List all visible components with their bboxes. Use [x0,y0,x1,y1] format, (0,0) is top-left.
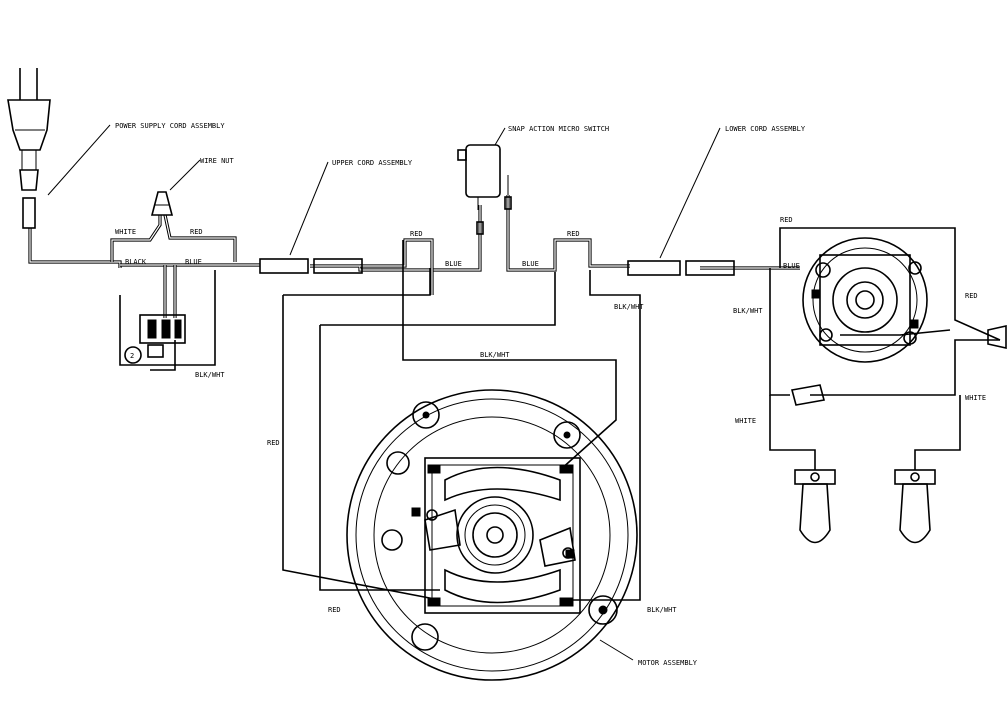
wire-label-black: BLACK [125,258,147,266]
bulb-right [894,469,936,544]
wire-label-red-far-right: RED [965,292,978,300]
bulb-left [794,469,836,544]
callout-leaders [47,124,721,661]
wire-label-blk-wht-mid: BLK/WHT [480,351,510,359]
right-wire-nut [791,325,1007,406]
wire-label-red-left: RED [190,228,203,236]
single-line-wires [119,227,1001,601]
wire-label-blue-left: BLUE [185,258,202,266]
wire-label-blue-switch-right: BLUE [522,260,539,268]
callout-motor-assembly: MOTOR ASSEMBLY [638,659,698,667]
wire-label-blk-wht-bottom-left: BLK/WHT [195,371,225,379]
wire-nut [150,191,174,216]
wire-label-red-switch-right: RED [567,230,580,238]
connector-sleeves [259,258,735,276]
terminal-number: 2 [130,352,134,360]
motor-assembly [346,389,638,681]
wire-label-blk-wht-motor-right: BLK/WHT [647,606,677,614]
snap-action-micro-switch [457,144,512,235]
callout-power-supply-cord: POWER SUPPLY CORD ASSEMBLY [115,122,225,130]
wire-label-blk-wht-lower-cord: BLK/WHT [614,303,644,311]
wire-label-white-left: WHITE [115,228,136,236]
wire-label-blue-right: BLUE [783,262,800,270]
callout-micro-switch: SNAP ACTION MICRO SWITCH [508,125,609,133]
light-socket-assembly [802,237,928,363]
callout-lower-cord: LOWER CORD ASSEMBLY [725,125,806,133]
wire-label-blk-wht-right: BLK/WHT [733,307,763,315]
wire-label-red-switch-left: RED [410,230,423,238]
wire-label-red-vertical: RED [267,439,280,447]
wire-label-white-right: WHITE [735,417,756,425]
switch-box: 2 [124,314,186,364]
wire-label-white-far-right: WHITE [965,394,986,402]
wire-label-blue-switch-left: BLUE [445,260,462,268]
wire-label-red-motor-left: RED [328,606,341,614]
callout-wire-nut: WIRE NUT [200,157,235,165]
callout-upper-cord: UPPER CORD ASSEMBLY [332,159,413,167]
wire-label-red-top-right: RED [780,216,793,224]
wire-harness [28,195,800,318]
power-plug [7,68,51,229]
